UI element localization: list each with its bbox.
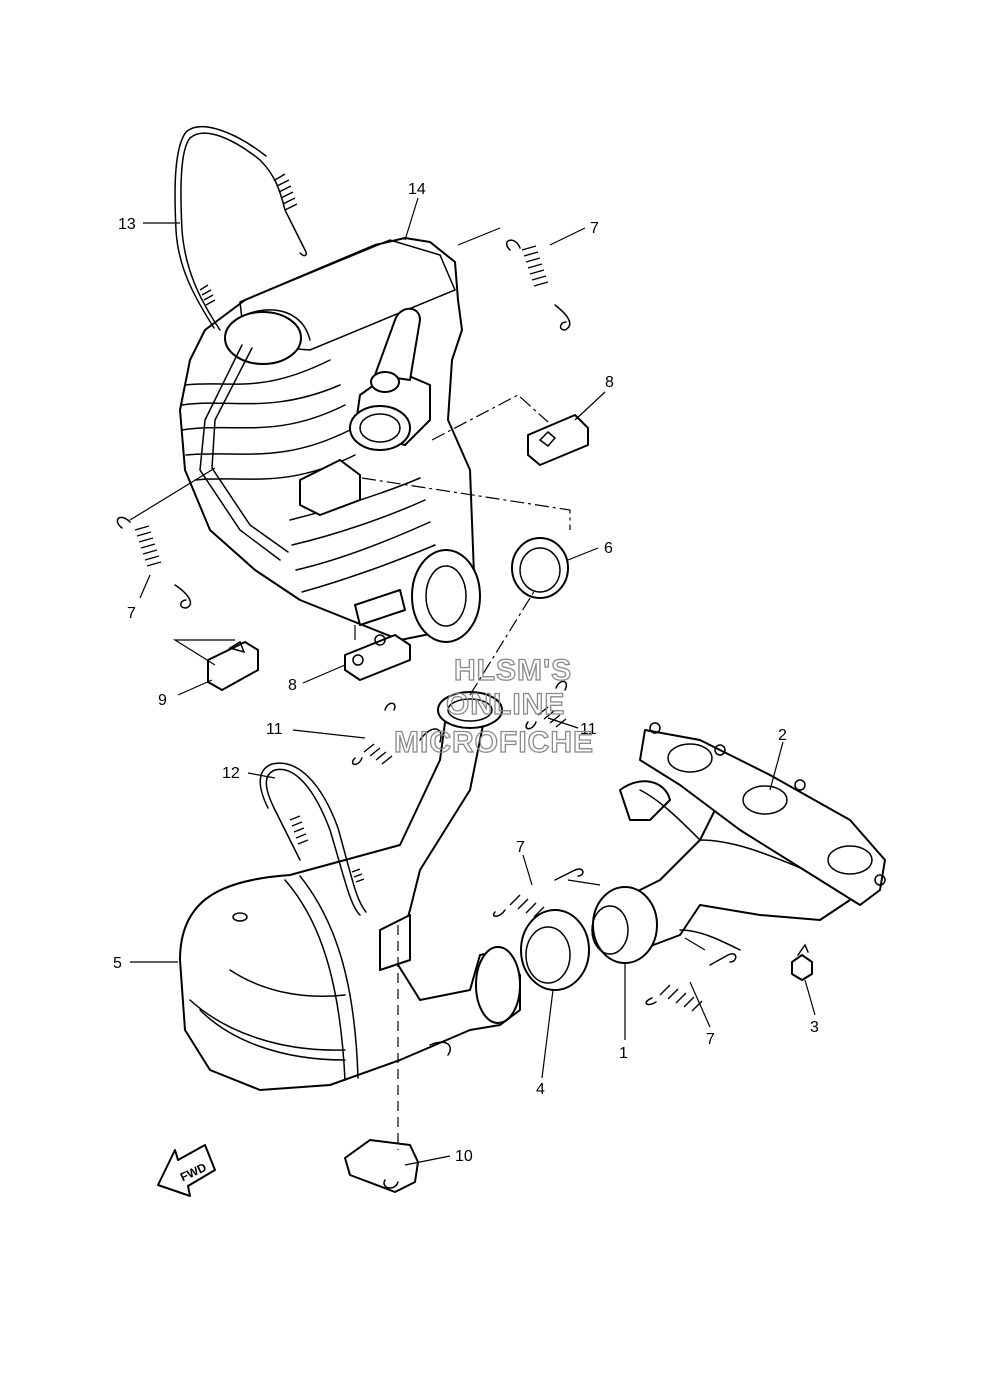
manifold-gasket [639, 722, 886, 906]
assembly-lines [129, 227, 706, 1150]
callout-5: 5 [113, 955, 122, 972]
callout-labels: 13 14 7 8 6 7 9 8 11 11 12 2 7 5 3 7 1 4… [113, 181, 819, 1165]
callout-7-left: 7 [127, 605, 136, 622]
callout-4: 4 [536, 1081, 545, 1098]
chamber-hanger-rod [259, 762, 367, 916]
muffler [179, 237, 481, 643]
callout-7-upper: 7 [590, 220, 599, 237]
callout-9: 9 [158, 692, 167, 709]
spring-lower-right [645, 953, 737, 1012]
damper-lower-center [344, 634, 411, 681]
bolt [791, 943, 813, 981]
callout-11-right: 11 [580, 721, 597, 738]
callout-10: 10 [455, 1148, 473, 1165]
callout-2: 2 [778, 727, 787, 744]
callout-6: 6 [604, 540, 613, 557]
callout-11-left: 11 [266, 721, 283, 738]
callout-leaders [130, 197, 816, 1166]
fwd-arrow-icon: FWD [157, 1144, 216, 1197]
callout-1: 1 [619, 1045, 628, 1062]
expansion-chamber [179, 691, 521, 1091]
callout-14: 14 [408, 181, 426, 198]
watermark: HLSM'S ONLINE MICROFICHE [393, 653, 594, 759]
damper-upper-right [527, 414, 589, 466]
spring-small-left [351, 702, 396, 766]
callout-12: 12 [222, 765, 240, 782]
callout-8-upper: 8 [605, 374, 614, 391]
spring-small-right [525, 680, 568, 730]
muffler-hanger-rod [174, 126, 307, 331]
spring-left [116, 516, 192, 609]
callout-7-lower: 7 [706, 1031, 715, 1048]
watermark-line-2: ONLINE [446, 688, 565, 721]
gasket-ring [511, 537, 569, 599]
callout-13: 13 [118, 216, 136, 233]
watermark-line-1: HLSM'S [454, 654, 572, 687]
spring-center [493, 868, 584, 922]
callout-8-lower: 8 [288, 677, 297, 694]
damper-bottom [344, 1139, 419, 1193]
callout-7-center: 7 [516, 839, 525, 856]
damper-left [207, 640, 259, 691]
callout-3: 3 [810, 1019, 819, 1036]
spring-upper-right [505, 239, 571, 331]
joint-ring [520, 909, 590, 991]
watermark-line-3: MICROFICHE [394, 726, 594, 759]
